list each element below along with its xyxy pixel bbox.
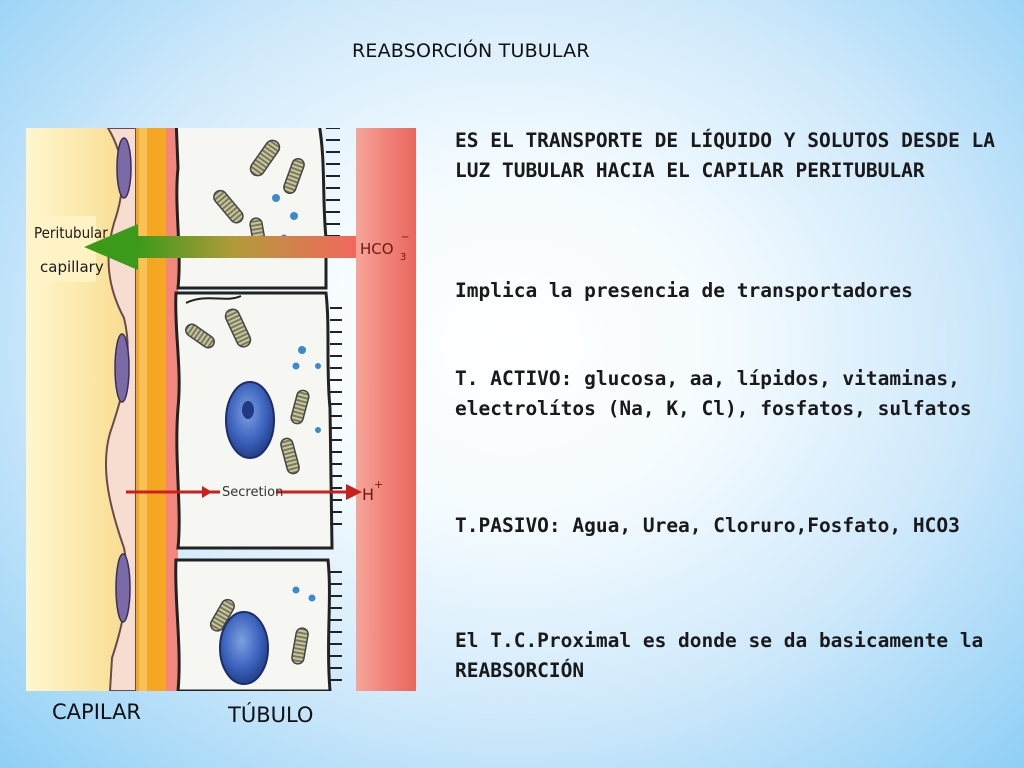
nucleus bbox=[219, 611, 269, 685]
peritubular-capillary-label-line2: capillary bbox=[40, 258, 104, 276]
endothelial-nucleus bbox=[115, 553, 131, 623]
tubulo-caption: TÚBULO bbox=[228, 703, 314, 727]
svg-text:3: 3 bbox=[400, 252, 406, 263]
secretion-label: Secretion bbox=[222, 485, 283, 500]
peritubular-capillary-label-line1: Peritubular bbox=[34, 224, 108, 242]
reabsorption-arrow bbox=[84, 224, 356, 270]
endothelial-nucleus bbox=[114, 333, 130, 403]
tubular-cell bbox=[174, 128, 328, 290]
proximal-tubule-paragraph: El T.C.Proximal es donde se da basicamen… bbox=[455, 629, 984, 682]
tubular-cells-figure: Peritubular capillary HCO − 3 Secretion … bbox=[26, 128, 416, 691]
brush-border bbox=[330, 307, 342, 525]
capilar-caption: CAPILAR bbox=[52, 700, 142, 724]
svg-text:−: − bbox=[401, 232, 409, 243]
active-transport-paragraph: T. ACTIVO: glucosa, aa, lípidos, vitamin… bbox=[455, 367, 972, 420]
slide-title: REABSORCIÓN TUBULAR bbox=[352, 40, 590, 62]
transporters-paragraph: Implica la presencia de transportadores bbox=[455, 279, 913, 302]
tubular-cell bbox=[174, 291, 334, 550]
lumen-background bbox=[356, 128, 416, 691]
tubular-cell bbox=[174, 558, 332, 691]
hco3-label: HCO bbox=[360, 240, 394, 258]
brush-border bbox=[326, 128, 340, 237]
endothelial-nucleus bbox=[116, 137, 132, 199]
definition-paragraph: ES EL TRANSPORTE DE LÍQUIDO Y SOLUTOS DE… bbox=[455, 129, 996, 182]
tubule-diagram: Peritubular capillary HCO − 3 Secretion … bbox=[26, 128, 416, 691]
nucleus bbox=[225, 381, 275, 459]
brush-border bbox=[330, 571, 342, 681]
passive-transport-paragraph: T.PASIVO: Agua, Urea, Cloruro,Fosfato, H… bbox=[455, 514, 960, 537]
h-ion-label: H bbox=[362, 485, 374, 504]
svg-text:+: + bbox=[374, 478, 383, 491]
